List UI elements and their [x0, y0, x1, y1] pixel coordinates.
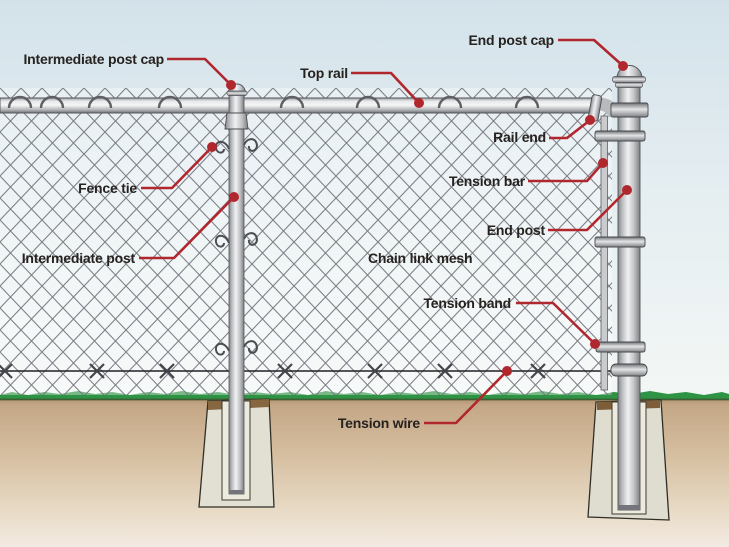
callout-leaders: [139, 38, 632, 425]
brace-band: [610, 363, 648, 377]
fence-ties: [214, 138, 259, 356]
intermediate-post-bottom: [229, 490, 244, 495]
leader-intermediate-post-cap: [167, 57, 231, 85]
leader-end-post-cap: [558, 38, 623, 66]
label-tension-wire: Tension wire: [337, 415, 420, 431]
label-tension-band: Tension band: [423, 295, 511, 311]
leader-fence-tie: [141, 147, 212, 190]
label-end-post-cap: End post cap: [468, 32, 555, 48]
label-top-rail: Top rail: [300, 65, 348, 81]
end-post-bottom: [618, 505, 640, 510]
rail-loops: [7, 95, 540, 109]
leader-top-rail: [351, 71, 419, 103]
leader-rail-end: [549, 119, 590, 140]
label-fence-tie: Fence tie: [78, 180, 137, 196]
label-intermediate-post-cap: Intermediate post cap: [23, 51, 164, 67]
grass-shadow-line: [0, 398, 729, 401]
leader-tension-bar: [528, 163, 603, 183]
leader-tension-wire: [424, 371, 507, 425]
label-intermediate-post: Intermediate post: [21, 250, 135, 266]
top-rail: [0, 95, 593, 114]
end-post-cap: [612, 65, 646, 88]
end-post: [617, 86, 641, 511]
leader-intermediate-post: [139, 197, 234, 260]
chain-link-mesh: [0, 88, 612, 395]
callout-dots: [207, 61, 632, 376]
leader-end-post: [548, 190, 627, 232]
rail-sleeve-collar: [224, 112, 249, 130]
label-end-post: End post: [486, 222, 545, 238]
label-rail-end: Rail end: [493, 129, 546, 145]
label-chain-link-mesh: Chain link mesh: [368, 250, 473, 266]
rail-end: [587, 94, 649, 122]
label-tension-bar: Tension bar: [448, 173, 525, 189]
tension-bar: [600, 115, 608, 391]
leader-tension-band: [516, 301, 595, 344]
